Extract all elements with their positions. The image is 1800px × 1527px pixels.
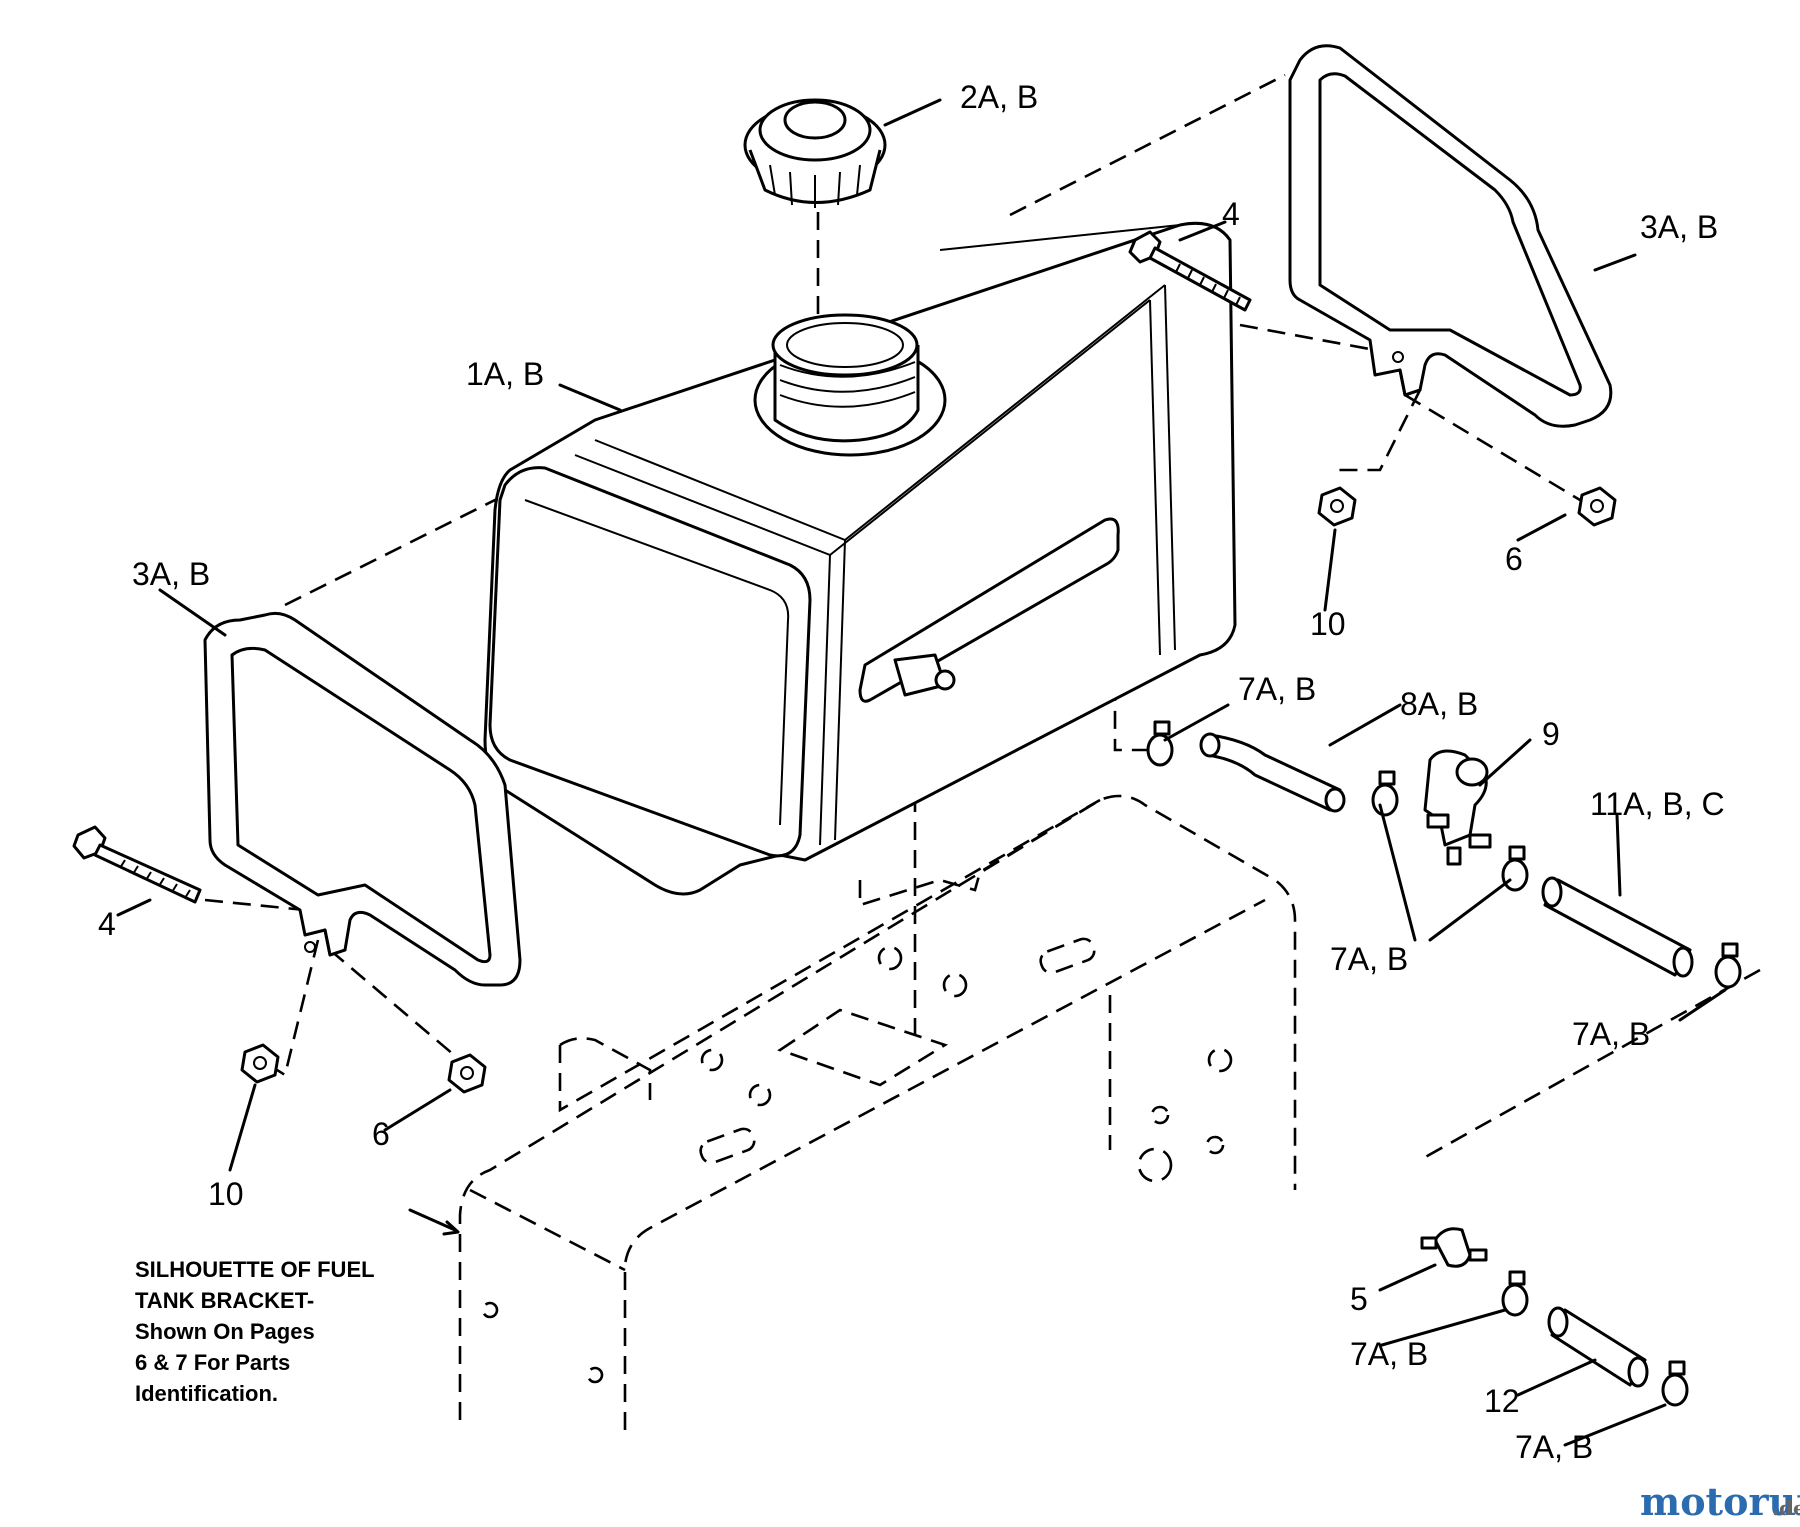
- fuel-filter: [1420, 1227, 1488, 1268]
- label-nut-right: 6: [1505, 541, 1523, 577]
- label-clamp-bottom: 7A, B: [1515, 1429, 1593, 1465]
- label-bolt-left: 4: [98, 906, 116, 942]
- hose-top: [1199, 732, 1346, 813]
- label-hose-low: 12: [1484, 1383, 1520, 1419]
- label-nut-left: 6: [372, 1116, 390, 1152]
- clamp-right: [1714, 942, 1742, 989]
- label-tank: 1A, B: [466, 356, 544, 392]
- note-line-1: SILHOUETTE OF FUEL: [135, 1257, 375, 1282]
- bolt-left: [72, 825, 202, 904]
- hose-mid: [1541, 876, 1694, 978]
- label-bolt-right: 4: [1222, 196, 1240, 232]
- hose-low: [1547, 1306, 1649, 1388]
- note-line-2: TANK BRACKET-: [135, 1288, 314, 1313]
- label-strap-right: 3A, B: [1640, 209, 1718, 245]
- strap-left: [203, 611, 522, 987]
- gas-cap: [743, 98, 887, 208]
- strap-right: [1288, 44, 1613, 428]
- watermark-text: motoruf: [1640, 1479, 1800, 1524]
- watermark-logo: motoruf .de: [1640, 1479, 1800, 1524]
- clamp-mid-1: [1371, 770, 1399, 817]
- label-locknut-left: 10: [208, 1176, 244, 1212]
- bracket-note: SILHOUETTE OF FUEL TANK BRACKET- Shown O…: [135, 1257, 375, 1406]
- label-clamp-low: 7A, B: [1350, 1336, 1428, 1372]
- label-filter: 5: [1350, 1281, 1368, 1317]
- callout-labels: 2A, B 1A, B 3A, B 3A, B 4 4 6 6 10 10 7A…: [98, 79, 1725, 1465]
- note-line-5: Identification.: [135, 1381, 278, 1406]
- tank-bracket-silhouette: [458, 794, 1297, 1430]
- label-cap: 2A, B: [960, 79, 1038, 115]
- label-clamp-top: 7A, B: [1238, 671, 1316, 707]
- clamp-mid-2: [1501, 845, 1529, 892]
- clamp-top: [1146, 720, 1174, 767]
- label-valve: 9: [1542, 716, 1560, 752]
- locknut-right: [1317, 486, 1357, 527]
- label-hose-mid: 11A, B, C: [1590, 786, 1725, 822]
- label-clamp-right: 7A, B: [1572, 1016, 1650, 1052]
- bolt-right: [1128, 230, 1252, 312]
- fuel-tank: [483, 221, 1237, 896]
- clamp-bottom: [1661, 1360, 1689, 1407]
- nut-right: [1577, 486, 1617, 527]
- locknut-left: [240, 1043, 280, 1084]
- nut-left: [447, 1053, 487, 1094]
- note-line-4: 6 & 7 For Parts: [135, 1350, 290, 1375]
- label-hose-top: 8A, B: [1400, 686, 1478, 722]
- shutoff-valve: [1423, 749, 1492, 866]
- label-clamps-mid: 7A, B: [1330, 941, 1408, 977]
- clamp-low: [1501, 1270, 1529, 1317]
- label-strap-left: 3A, B: [132, 556, 210, 592]
- leader-lines: [116, 98, 1727, 1447]
- watermark-suffix: .de: [1772, 1496, 1800, 1520]
- note-line-3: Shown On Pages: [135, 1319, 315, 1344]
- label-locknut-right: 10: [1310, 606, 1346, 642]
